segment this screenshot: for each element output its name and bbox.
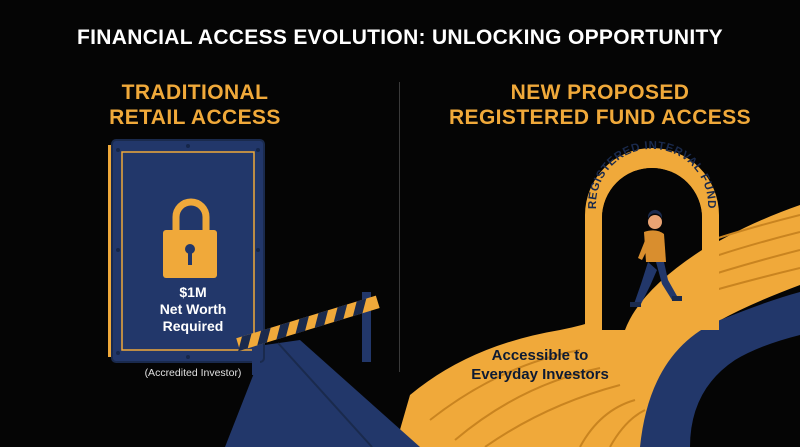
center-divider [399, 82, 400, 372]
vault-line3: Required [162, 318, 224, 334]
registered-heading-line1: NEW PROPOSED [510, 81, 690, 104]
access-line1: Accessible to [491, 347, 589, 364]
registered-access-heading: NEW PROPOSED REGISTERED FUND ACCESS [435, 80, 765, 130]
accredited-investor-note: (Accredited Investor) [144, 367, 242, 379]
traditional-heading-line1: TRADITIONAL [121, 81, 269, 104]
walking-person-icon [630, 209, 682, 307]
navy-road [640, 292, 800, 447]
vault-line2: Net Worth [159, 301, 227, 317]
accessible-caption: Accessible to Everyday Investors [440, 346, 640, 384]
padlock-icon [163, 198, 217, 278]
registered-heading-line2: REGISTERED FUND ACCESS [448, 106, 752, 129]
vault-line1: $1M [179, 284, 207, 300]
net-worth-requirement: $1M Net Worth Required [138, 284, 248, 335]
access-line2: Everyday Investors [471, 366, 609, 383]
barrier-gate-icon [236, 292, 380, 375]
traditional-heading-line2: RETAIL ACCESS [109, 106, 281, 129]
page-title: FINANCIAL ACCESS EVOLUTION: UNLOCKING OP… [77, 26, 723, 49]
traditional-access-heading: TRADITIONAL RETAIL ACCESS [50, 80, 340, 130]
